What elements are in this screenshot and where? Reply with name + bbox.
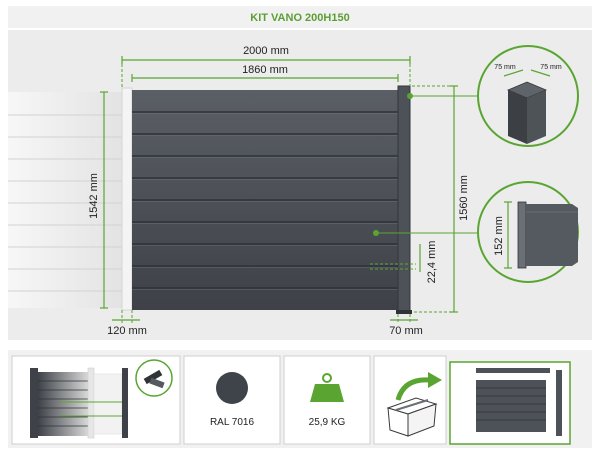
color-feature bbox=[183, 355, 281, 445]
page-title: KIT VANO 200H150 bbox=[250, 12, 349, 24]
ghost-fence bbox=[8, 87, 133, 311]
dim-post-section-a: 75 mm bbox=[494, 64, 516, 71]
tools-icon bbox=[143, 369, 165, 389]
fence-panel bbox=[132, 85, 412, 314]
dim-post-section-b: 75 mm bbox=[540, 64, 562, 71]
weight-feature bbox=[283, 355, 371, 445]
weight-icon bbox=[310, 373, 344, 402]
fence-post bbox=[397, 85, 411, 313]
box-icon bbox=[386, 397, 438, 437]
title-band bbox=[8, 6, 592, 28]
post-detail bbox=[477, 45, 579, 147]
color-swatch-icon bbox=[216, 372, 248, 404]
dimension-lines bbox=[100, 56, 478, 324]
dim-panel-width: 1860 mm bbox=[242, 64, 288, 76]
kit-contents bbox=[449, 361, 571, 445]
packaging-feature bbox=[373, 355, 447, 445]
dim-post-right: 70 mm bbox=[389, 325, 423, 337]
post-foot bbox=[396, 310, 412, 314]
dim-gap: 22,4 mm bbox=[426, 241, 438, 284]
weight-label: 25,9 KG bbox=[309, 417, 346, 428]
dim-slat-height: 152 mm bbox=[493, 216, 505, 256]
dim-post-left: 120 mm bbox=[107, 325, 147, 337]
color-label: RAL 7016 bbox=[210, 417, 255, 428]
dim-height-right: 1560 mm bbox=[458, 175, 470, 221]
ghost-post bbox=[121, 87, 133, 311]
dim-total-width: 2000 mm bbox=[243, 45, 289, 57]
arrow-icon bbox=[395, 377, 431, 401]
install-thumbnail bbox=[11, 355, 181, 445]
dim-height-left: 1542 mm bbox=[88, 173, 100, 219]
slat-detail bbox=[477, 181, 579, 283]
